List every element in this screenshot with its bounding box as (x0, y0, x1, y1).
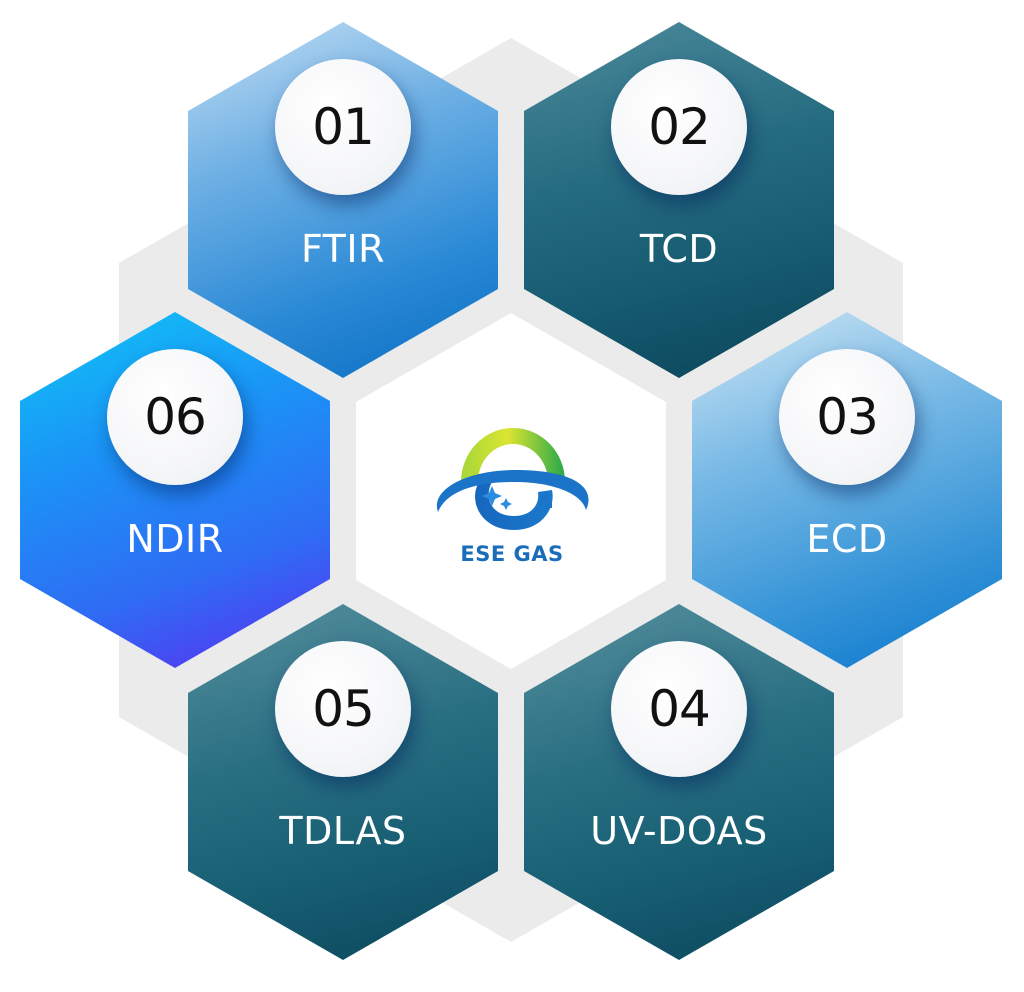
node-number: 03 (816, 388, 879, 446)
brand-logo: ESE GAS (426, 412, 598, 566)
hex-node-uv-doas[interactable]: 04 UV-DOAS (524, 604, 834, 960)
number-badge: 04 (611, 641, 747, 777)
ese-gas-logo-icon (436, 428, 589, 530)
node-number: 01 (312, 98, 375, 156)
node-label: TDLAS (279, 809, 407, 853)
node-label: FTIR (300, 227, 385, 271)
hex-node-ftir[interactable]: 01 FTIR (188, 22, 498, 378)
number-badge: 03 (779, 349, 915, 485)
node-number: 05 (312, 680, 375, 738)
node-label: NDIR (126, 517, 224, 561)
node-label: ECD (806, 517, 888, 561)
hex-node-tdlas[interactable]: 05 TDLAS (188, 604, 498, 960)
node-number: 02 (648, 98, 711, 156)
hex-node-ndir[interactable]: 06 NDIR (20, 312, 330, 668)
brand-name: ESE GAS (460, 542, 564, 566)
node-label: TCD (639, 227, 719, 271)
number-badge: 06 (107, 349, 243, 485)
node-number: 04 (648, 680, 711, 738)
number-badge: 02 (611, 59, 747, 195)
number-badge: 05 (275, 641, 411, 777)
node-label: UV-DOAS (590, 809, 768, 853)
hex-node-tcd[interactable]: 02 TCD (524, 22, 834, 378)
hex-node-ecd[interactable]: 03 ECD (692, 312, 1002, 668)
number-badge: 01 (275, 59, 411, 195)
node-number: 06 (144, 388, 207, 446)
